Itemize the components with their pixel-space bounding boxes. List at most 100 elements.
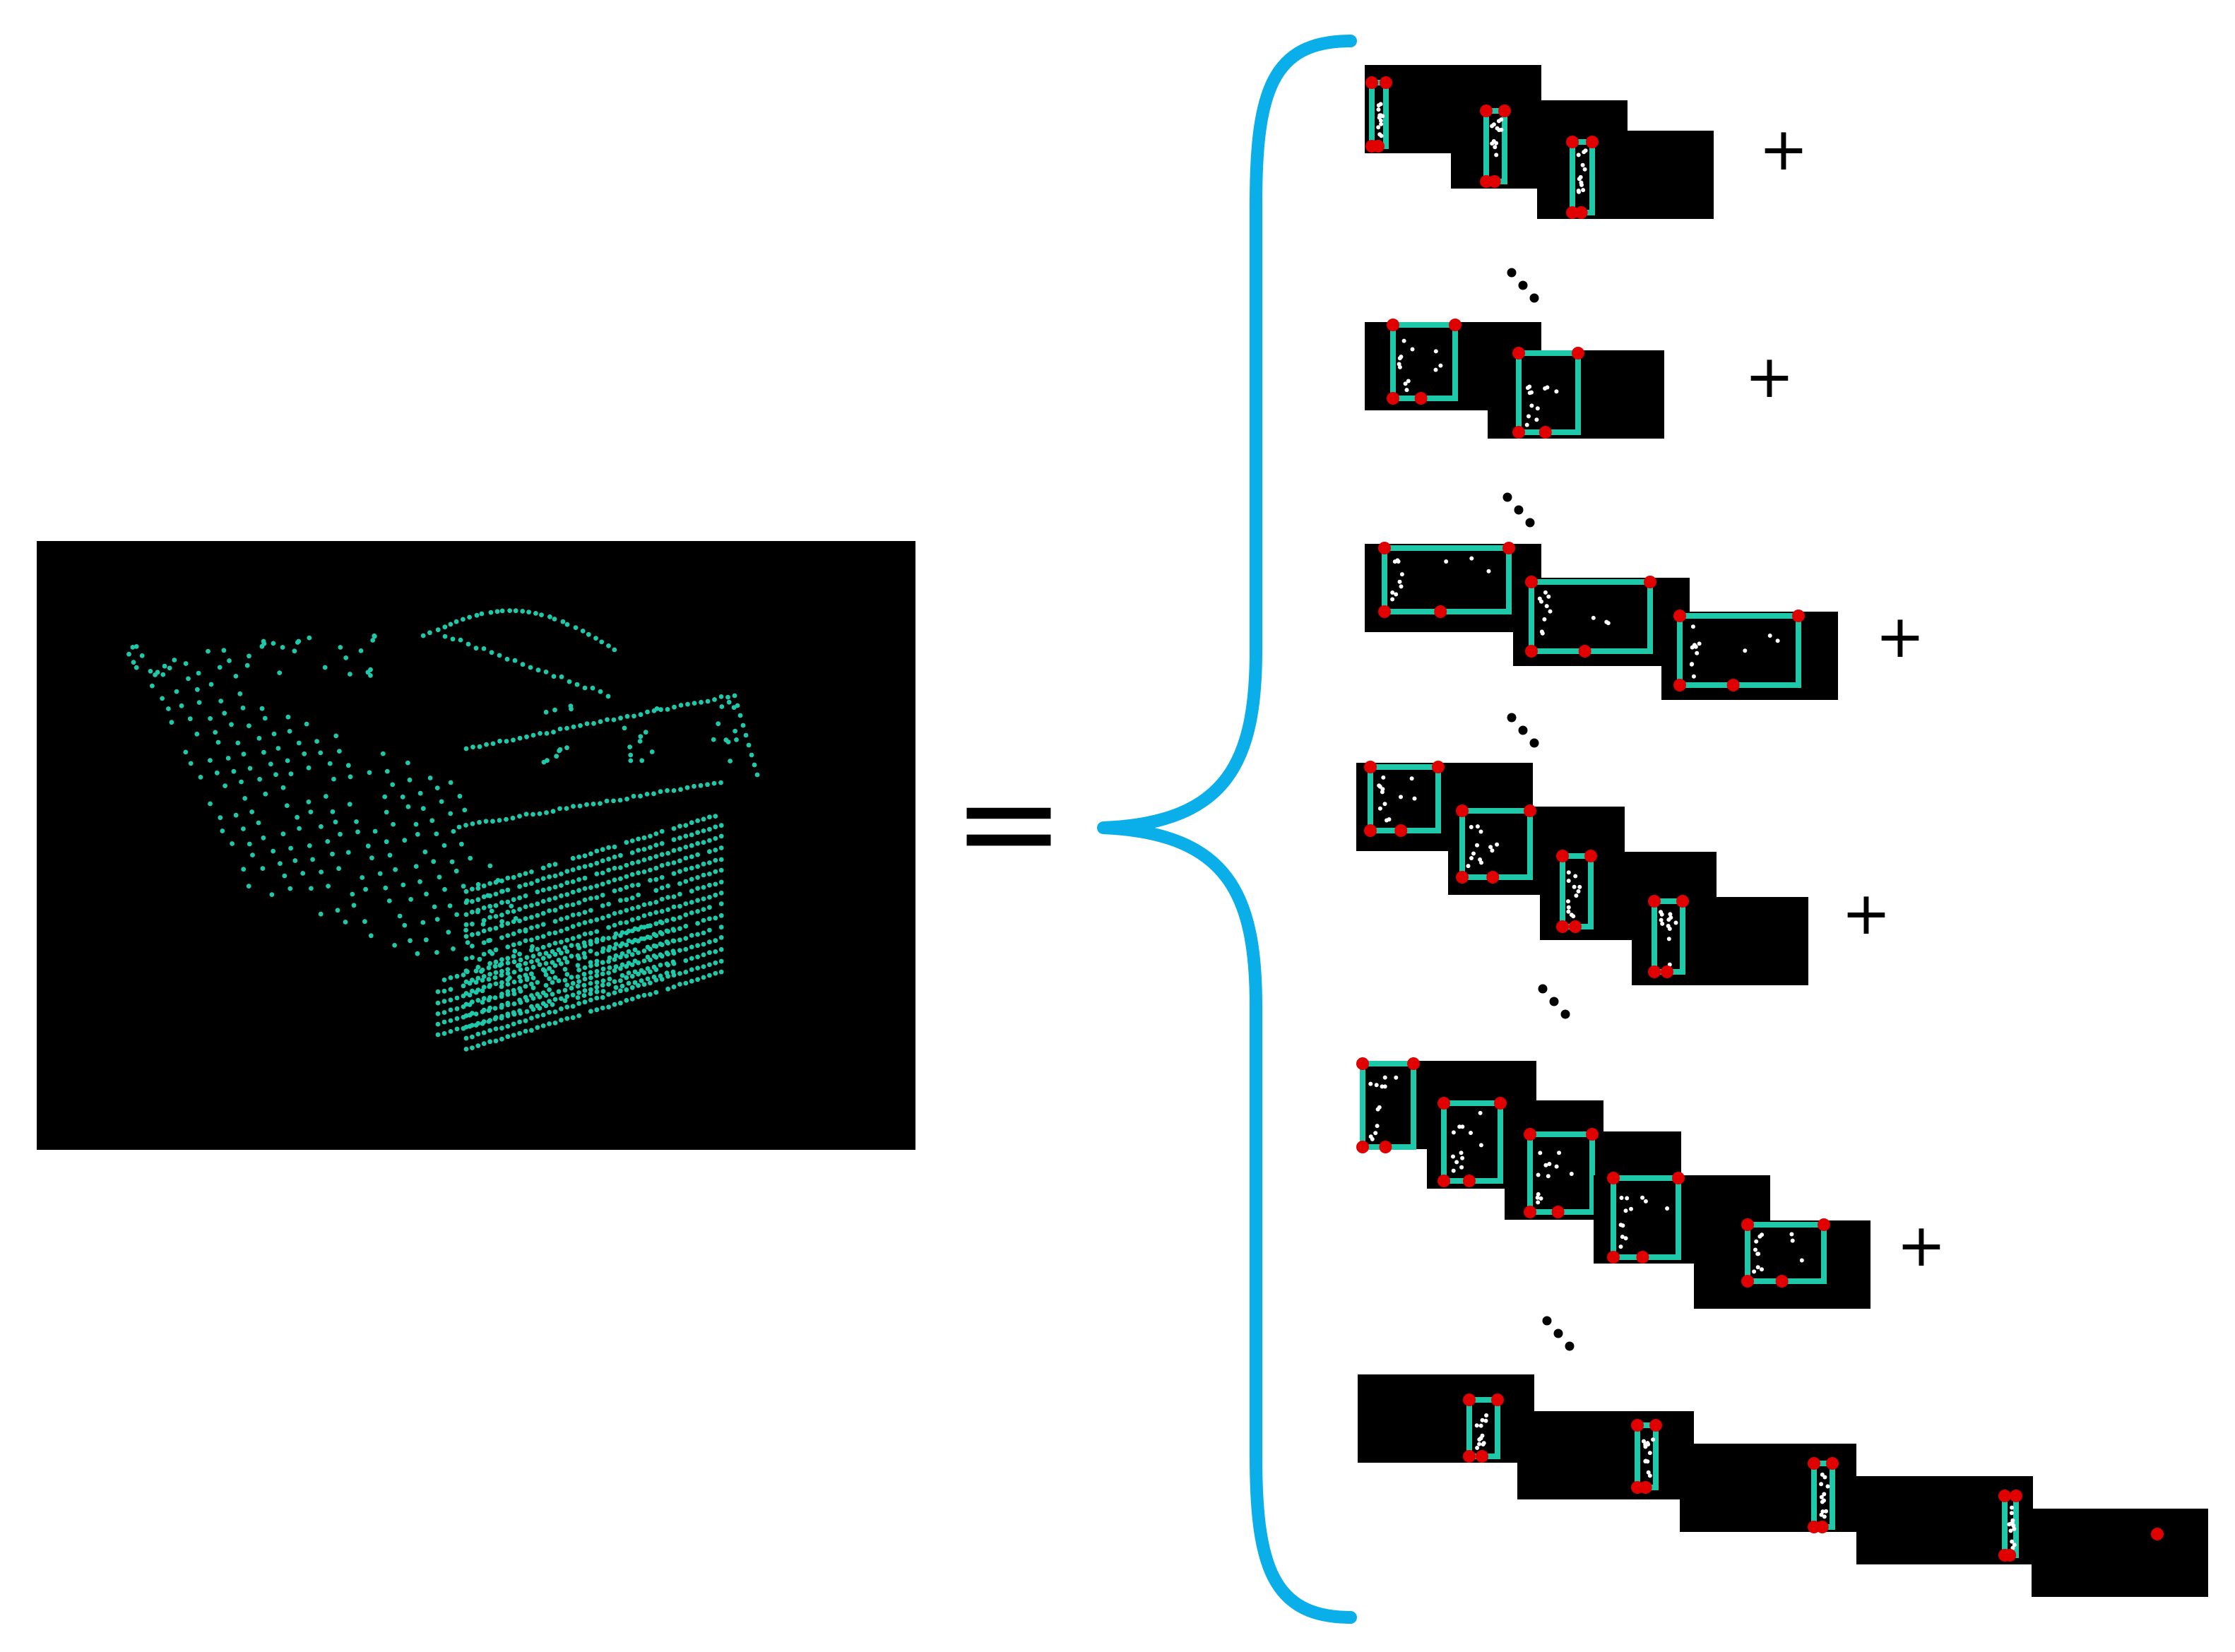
slice-tile (1517, 1411, 1694, 1499)
slice-point (1629, 1206, 1633, 1211)
corner-marker (1775, 1275, 1789, 1288)
cloud-point (582, 954, 588, 960)
corner-marker (1494, 1097, 1507, 1110)
slice-tile (1594, 1172, 1770, 1264)
corner-marker (1488, 175, 1501, 188)
cloud-point (618, 852, 623, 858)
cloud-point (582, 965, 588, 970)
cloud-point (550, 809, 556, 814)
cloud-point (552, 963, 558, 968)
cloud-point (570, 1015, 576, 1021)
cloud-point (570, 889, 576, 895)
cloud-point (477, 956, 482, 962)
cloud-point (372, 828, 378, 834)
cloud-point (492, 1016, 498, 1021)
cloud-point (564, 982, 570, 987)
corner-marker (1566, 206, 1579, 219)
cloud-point (576, 888, 581, 893)
cloud-point (160, 696, 165, 701)
cloud-point (512, 658, 518, 663)
cloud-point (626, 961, 632, 966)
cloud-point (529, 869, 534, 874)
cloud-point (510, 815, 516, 821)
cloud-point (626, 970, 632, 975)
cloud-point (588, 987, 593, 992)
cloud-point (487, 972, 492, 977)
cloud-point (641, 982, 647, 987)
cloud-point (435, 1021, 441, 1027)
cloud-point (477, 744, 482, 749)
slice-point (1454, 1160, 1459, 1165)
cloud-point (417, 790, 423, 796)
cloud-point (733, 728, 737, 734)
corner-marker (1449, 319, 1462, 331)
cloud-point (505, 956, 511, 961)
cloud-point (387, 852, 393, 858)
cloud-point (562, 945, 568, 950)
cloud-point (594, 989, 600, 994)
corner-marker (1644, 576, 1656, 588)
slice-point (1410, 347, 1415, 352)
cloud-point (517, 735, 523, 741)
cloud-point (223, 783, 227, 788)
cloud-point (368, 933, 374, 939)
cloud-point (481, 951, 487, 957)
slice-point (1469, 856, 1474, 860)
cloud-point (556, 958, 562, 963)
cloud-point (401, 882, 406, 888)
cloud-point (493, 925, 499, 931)
cloud-point (582, 685, 588, 691)
cloud-point (308, 809, 314, 814)
cloud-point (386, 898, 392, 903)
cloud-point (505, 977, 511, 982)
cloud-point (524, 966, 530, 972)
cloud-point (701, 941, 706, 947)
cloud-point (470, 886, 475, 892)
cloud-point (511, 1021, 516, 1027)
cloud-point (540, 865, 546, 871)
cloud-point (208, 758, 213, 763)
cloud-point (606, 856, 611, 862)
cloud-point (612, 889, 617, 893)
cloud-point (486, 1019, 492, 1024)
cloud-point (511, 980, 517, 985)
slice-point (1412, 796, 1417, 801)
cloud-point (529, 971, 534, 977)
cloud-point (448, 975, 453, 980)
cloud-point (569, 985, 574, 991)
slice-point (1659, 917, 1664, 922)
slice-point (1566, 909, 1571, 914)
cloud-point (600, 960, 605, 965)
cloud-point (613, 964, 619, 970)
slice-rows: +++++ (1356, 65, 2208, 1597)
cloud-point (689, 876, 694, 882)
cloud-point (632, 958, 638, 963)
cloud-point (707, 916, 712, 922)
cloud-point (499, 1036, 504, 1042)
cloud-point (593, 636, 598, 641)
slice-point (1579, 180, 1584, 185)
cloud-point (492, 975, 498, 980)
cloud-point (707, 905, 712, 910)
ellipsis-dot (1518, 280, 1528, 290)
cloud-point (594, 962, 600, 968)
cloud-point (497, 653, 502, 658)
slice-point (1526, 414, 1531, 419)
cloud-point (487, 982, 492, 988)
cloud-point (296, 638, 302, 644)
cloud-point (718, 891, 724, 896)
corner-marker (1575, 206, 1588, 219)
cloud-point (651, 932, 657, 937)
cloud-point (577, 803, 583, 809)
slice-point (1557, 1151, 1562, 1155)
cloud-point (677, 891, 682, 897)
cloud-point (520, 609, 526, 614)
cloud-point (487, 1039, 492, 1045)
cloud-point (683, 901, 689, 906)
cloud-point (629, 838, 635, 843)
cloud-point (618, 1000, 623, 1006)
slice-tile (1448, 804, 1625, 895)
cloud-point (523, 984, 528, 989)
cloud-point (463, 1035, 469, 1041)
cloud-point (463, 927, 468, 933)
